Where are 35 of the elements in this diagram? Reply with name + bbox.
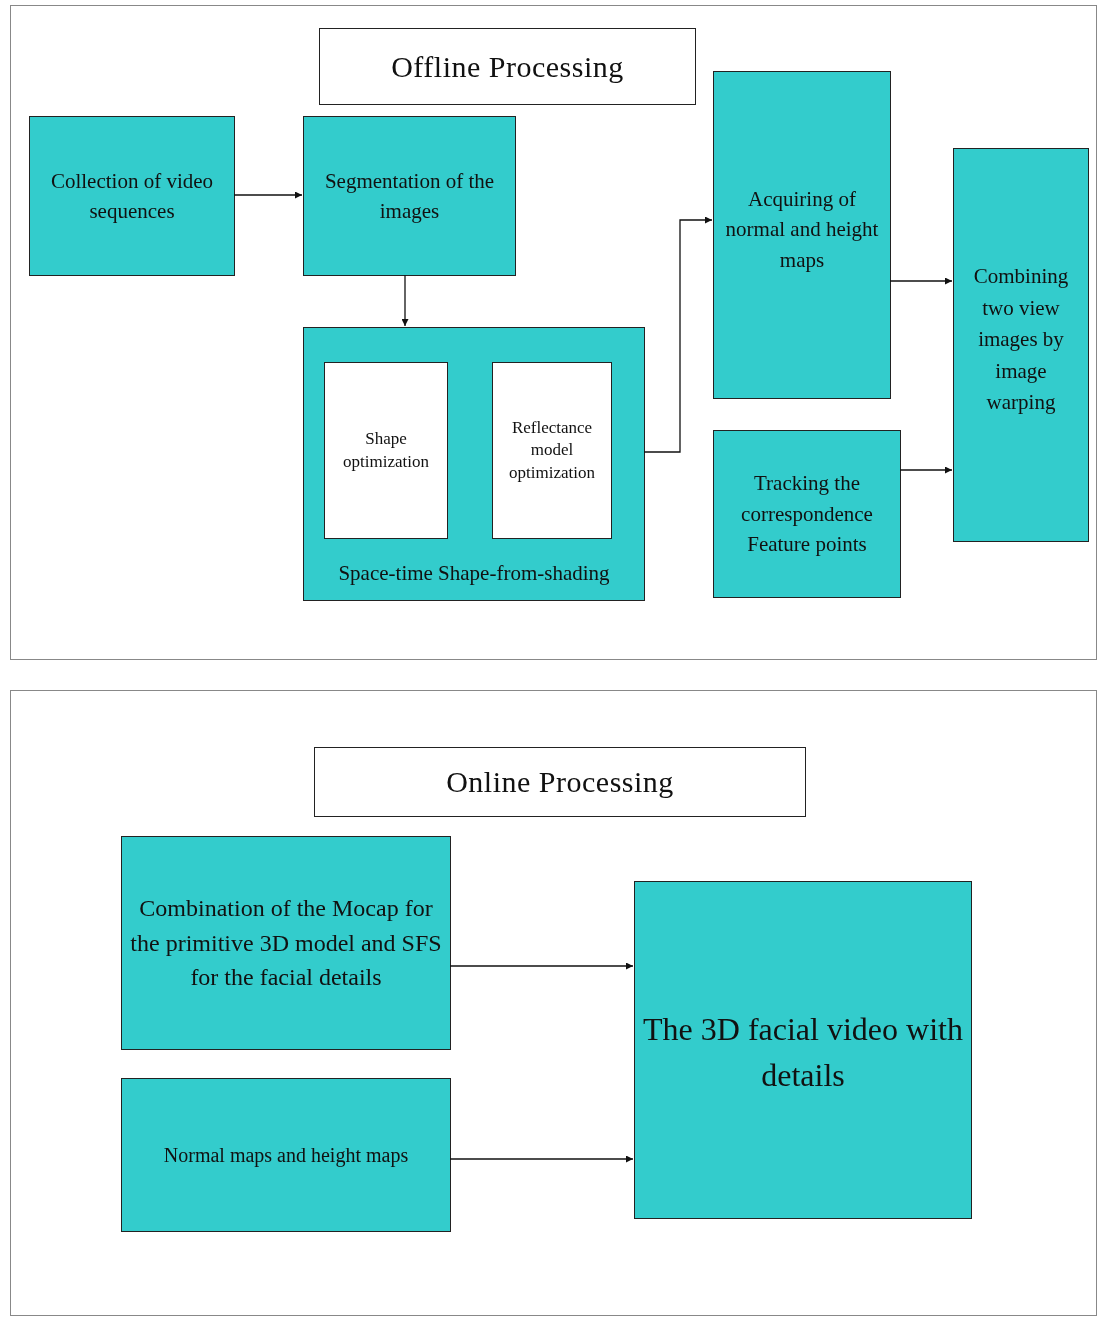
- panel-frame: [10, 5, 1097, 660]
- process-box: [29, 116, 235, 276]
- box-label: Reflectance model optimization: [508, 417, 596, 484]
- arrow: [401, 274, 409, 327]
- box-label: Acquiring of normal and height maps: [724, 186, 880, 274]
- box-label: Segmentation of the images: [323, 167, 496, 225]
- process-box: [713, 71, 891, 399]
- arrow: [889, 277, 953, 285]
- box-label: Combining two view images by image warping: [972, 263, 1070, 416]
- arrow: [899, 466, 953, 474]
- box-label: Tracking the correspondence Feature points: [740, 470, 874, 559]
- subprocess-box: [492, 362, 612, 539]
- box-label: Shape optimization: [342, 428, 430, 473]
- process-box: [953, 148, 1089, 542]
- section-title: Offline Processing: [391, 48, 624, 85]
- arrow: [449, 962, 634, 970]
- group-label: Space-time Shape-from-shading: [337, 559, 611, 587]
- process-box: [713, 430, 901, 598]
- subprocess-box: [324, 362, 448, 539]
- process-box: [634, 881, 972, 1219]
- box-label: The 3D facial video with details: [642, 1010, 964, 1096]
- arrow: [643, 216, 713, 453]
- box-label: Collection of video sequences: [49, 167, 215, 225]
- arrow: [449, 1155, 634, 1163]
- group-box: [303, 327, 645, 601]
- box-label: Normal maps and height maps: [163, 1142, 409, 1169]
- title-box: [314, 747, 806, 817]
- process-box: [121, 836, 451, 1050]
- title-box: [319, 28, 696, 105]
- box-label: Combination of the Mocap for the primitive 3D model and SFS for the facial details: [129, 893, 443, 993]
- process-box: [303, 116, 516, 276]
- section-title: Online Processing: [446, 764, 674, 801]
- panel-frame: [10, 690, 1097, 1316]
- process-box: [121, 1078, 451, 1232]
- arrow: [233, 191, 303, 199]
